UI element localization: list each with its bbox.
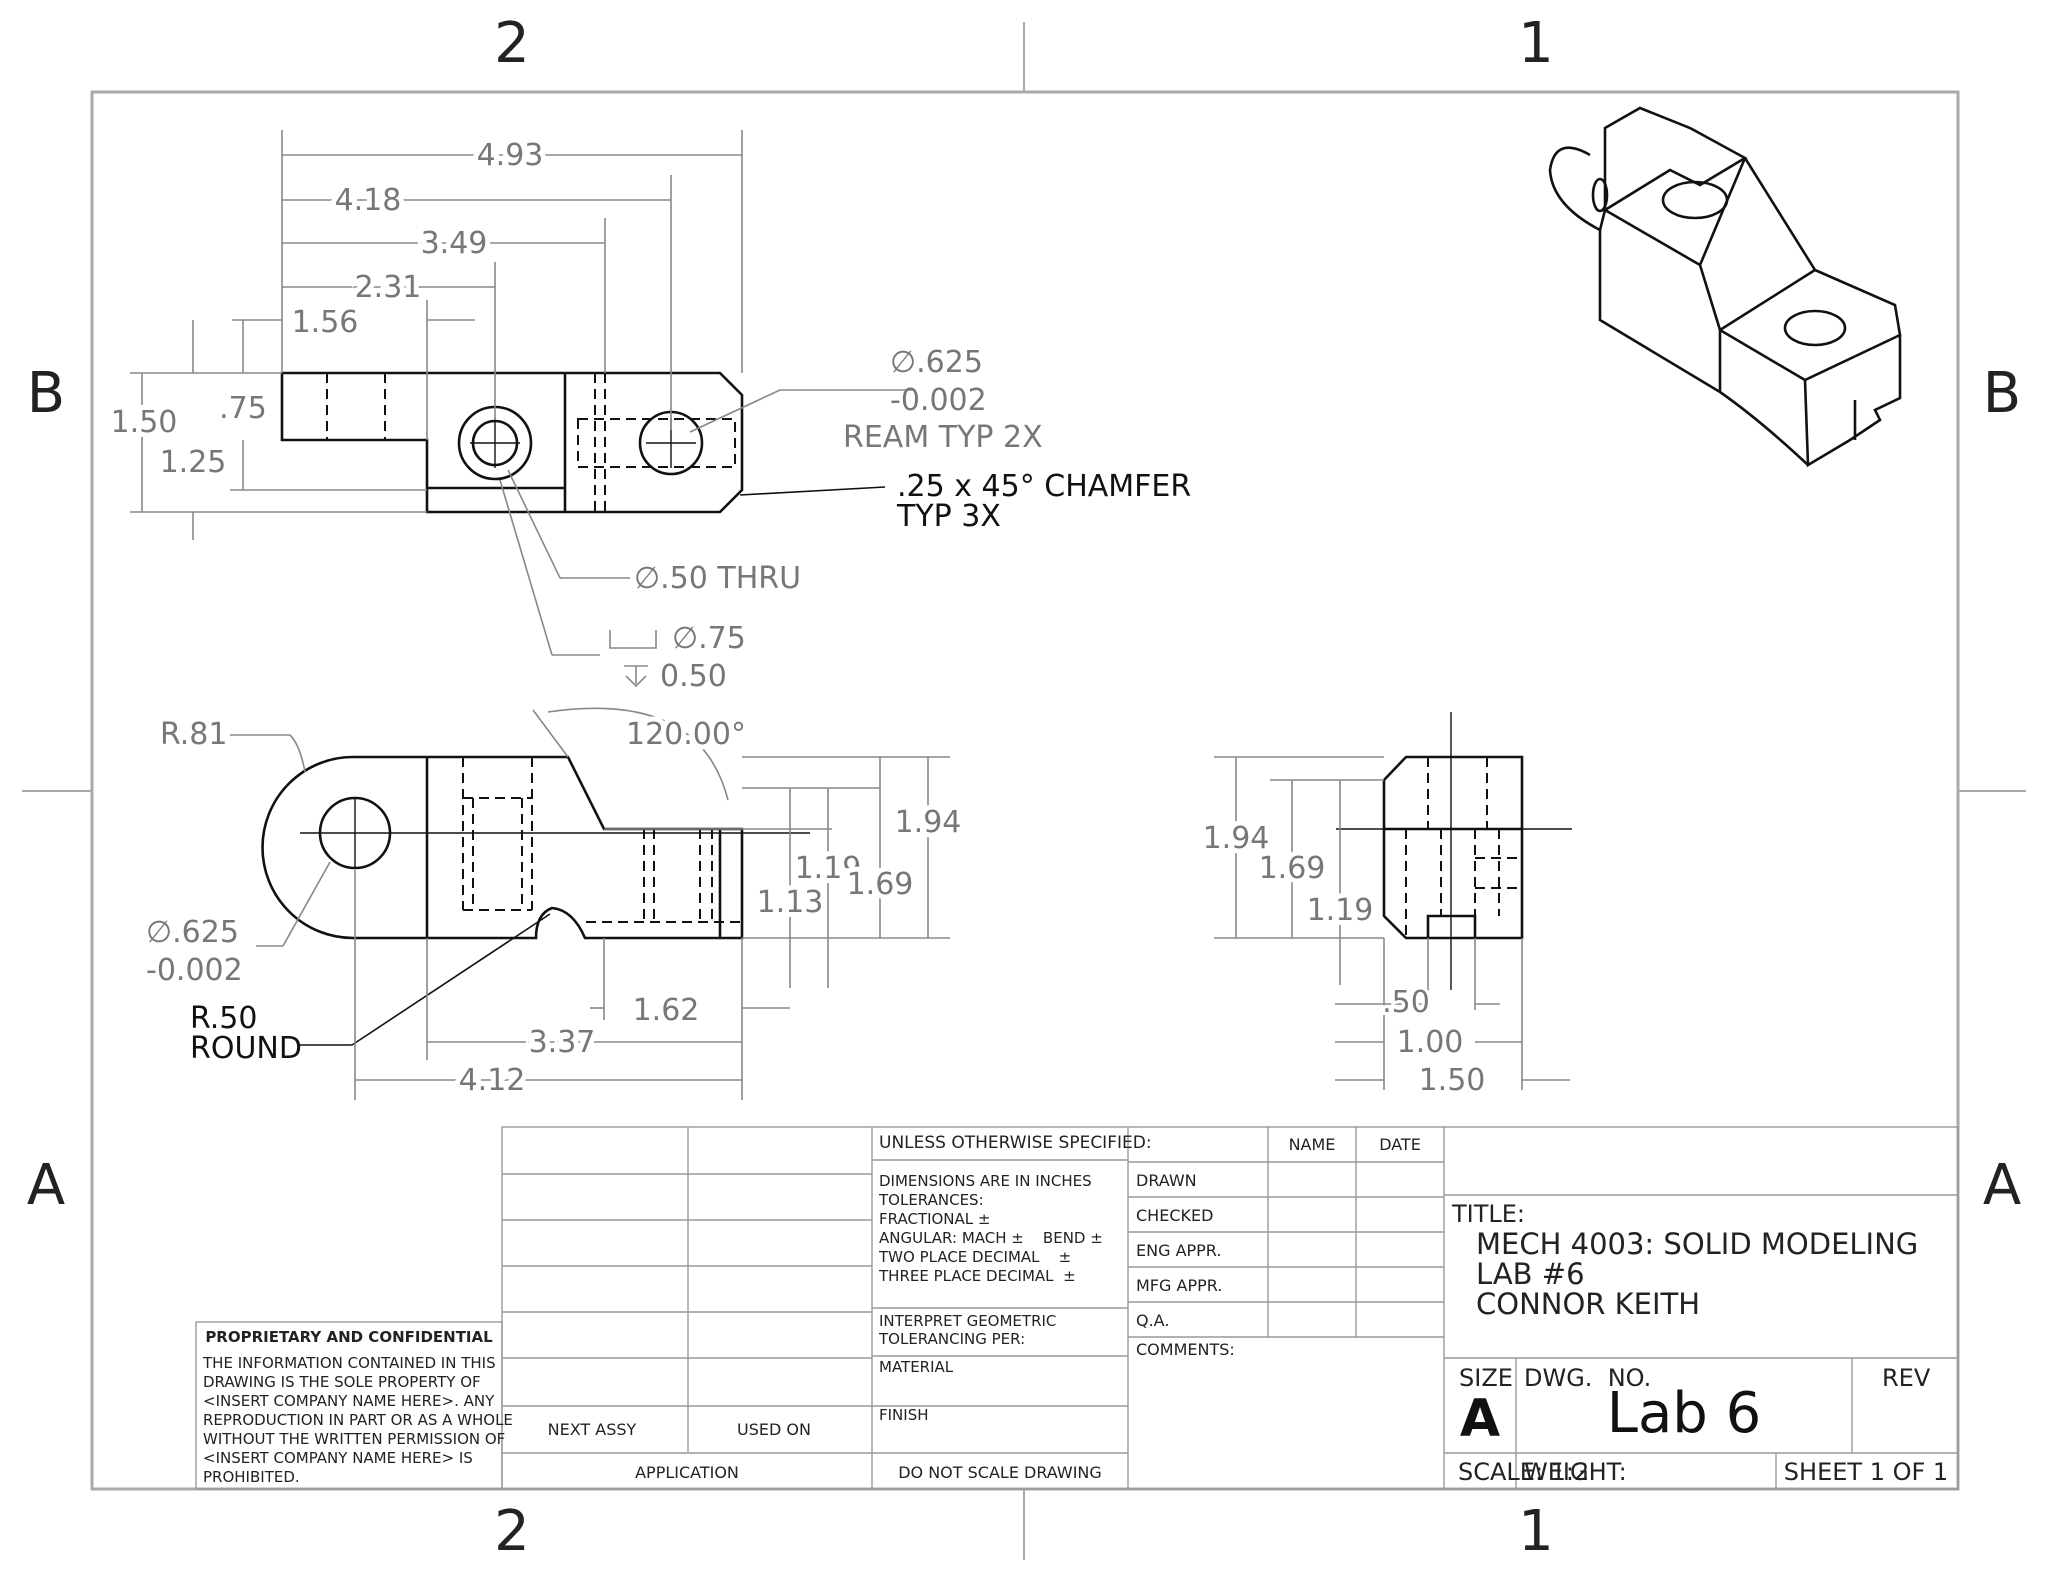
unless-specified-label: UNLESS OTHERWISE SPECIFIED: — [879, 1133, 1152, 1153]
dim-1-25: 1.25 — [160, 445, 227, 480]
tolerance-line-3: FRACTIONAL ± — [879, 1210, 990, 1228]
ream-note-diameter: ∅.625 — [890, 345, 983, 380]
top-view-dimension-lines — [130, 130, 915, 656]
title-block-grid — [195, 1126, 1959, 1490]
tolerance-line-4: ANGULAR: MACH ± BEND ± — [879, 1229, 1103, 1247]
front-dim-3-37: 3.37 — [529, 1025, 596, 1060]
title-line-2: LAB #6 — [1476, 1257, 1585, 1291]
front-dim-1-94: 1.94 — [895, 805, 962, 840]
zone-label-left-a: A — [27, 1153, 65, 1218]
used-on-label: USED ON — [737, 1420, 811, 1439]
front-view — [261, 755, 810, 940]
chamfer-note-line1: .25 x 45° CHAMFER — [897, 469, 1191, 504]
title-line-3: CONNOR KEITH — [1476, 1287, 1700, 1321]
top-view — [280, 371, 744, 514]
approval-checked: CHECKED — [1136, 1206, 1213, 1225]
zone-label-right-b: B — [1983, 361, 2021, 426]
title-label: TITLE: — [1451, 1200, 1525, 1228]
zone-label-bottom-1: 1 — [1518, 1499, 1554, 1564]
proprietary-text-line-4: REPRODUCTION IN PART OR AS A WHOLE — [203, 1411, 513, 1429]
front-hole-diameter: ∅.625 — [146, 915, 239, 950]
round-note-label: ROUND — [190, 1031, 302, 1066]
dim-1-50: 1.50 — [111, 405, 178, 440]
title-line-1: MECH 4003: SOLID MODELING — [1476, 1227, 1918, 1261]
front-dim-4-12: 4.12 — [459, 1063, 526, 1098]
next-assy-label: NEXT ASSY — [548, 1420, 637, 1439]
counterbore-symbol — [609, 630, 657, 649]
front-angle-120: 120.00° — [626, 717, 746, 752]
proprietary-text-line-7: PROHIBITED. — [203, 1468, 300, 1486]
counterbore-diameter: ∅.75 — [672, 621, 746, 656]
size-label: SIZE — [1459, 1364, 1513, 1392]
sheet-label: SHEET 1 OF 1 — [1784, 1458, 1948, 1486]
proprietary-text-line-6: <INSERT COMPANY NAME HERE> IS — [203, 1449, 473, 1467]
isometric-view — [1548, 106, 1902, 468]
do-not-scale-label: DO NOT SCALE DRAWING — [898, 1463, 1102, 1482]
front-dim-1-69: 1.69 — [847, 867, 914, 902]
scale-label: SCALE: 1:2 — [1458, 1458, 1589, 1486]
approval-qa: Q.A. — [1136, 1311, 1169, 1330]
interpret-line-2: TOLERANCING PER: — [878, 1330, 1025, 1348]
dim-0-75: .75 — [219, 391, 267, 426]
dwg-no-value: Lab 6 — [1607, 1381, 1762, 1446]
approval-mfg: MFG APPR. — [1136, 1276, 1222, 1295]
dwg-no-label: DWG. NO. — [1524, 1364, 1651, 1392]
chamfer-note-line2: TYP 3X — [896, 499, 1001, 534]
proprietary-text-line-1: THE INFORMATION CONTAINED IN THIS — [202, 1354, 496, 1372]
ream-note-tolerance: -0.002 — [890, 383, 987, 418]
round-note-radius: R.50 — [190, 1001, 258, 1036]
front-dim-1-62: 1.62 — [633, 993, 700, 1028]
counterbore-depth: 0.50 — [660, 659, 727, 694]
proprietary-text-line-5: WITHOUT THE WRITTEN PERMISSION OF — [203, 1430, 505, 1448]
finish-label: FINISH — [879, 1406, 929, 1424]
tolerance-line-5: TWO PLACE DECIMAL ± — [878, 1248, 1071, 1266]
side-dim-1-69: 1.69 — [1259, 851, 1326, 886]
front-hole-tolerance: -0.002 — [146, 953, 243, 988]
dim-2-31: 2.31 — [355, 270, 422, 305]
proprietary-text-line-3: <INSERT COMPANY NAME HERE>. ANY — [203, 1392, 495, 1410]
tolerance-line-2: TOLERANCES: — [878, 1191, 984, 1209]
tolerance-line-1: DIMENSIONS ARE IN INCHES — [879, 1172, 1092, 1190]
approval-eng: ENG APPR. — [1136, 1241, 1221, 1260]
zone-label-top-2: 2 — [494, 11, 530, 76]
zone-label-bottom-2: 2 — [494, 1499, 530, 1564]
front-dim-1-19: 1.19 — [795, 851, 862, 886]
comments-label: COMMENTS: — [1136, 1340, 1235, 1359]
rev-label: REV — [1882, 1364, 1931, 1392]
side-dim-1-00: 1.00 — [1397, 1025, 1464, 1060]
material-label: MATERIAL — [879, 1358, 954, 1376]
ream-note-label: REAM TYP 2X — [843, 420, 1043, 455]
date-header: DATE — [1379, 1135, 1421, 1154]
depth-symbol — [624, 665, 648, 688]
approval-drawn: DRAWN — [1136, 1171, 1197, 1190]
application-label: APPLICATION — [635, 1463, 739, 1482]
dim-4-93: 4.93 — [477, 138, 544, 173]
zone-label-top-1: 1 — [1518, 11, 1554, 76]
tolerance-line-6: THREE PLACE DECIMAL ± — [878, 1267, 1076, 1285]
proprietary-text-line-2: DRAWING IS THE SOLE PROPERTY OF — [203, 1373, 481, 1391]
side-dim-1-94: 1.94 — [1203, 821, 1270, 856]
proprietary-heading: PROPRIETARY AND CONFIDENTIAL — [205, 1328, 493, 1346]
thru-hole-note: ∅.50 THRU — [634, 561, 801, 596]
side-view — [1336, 712, 1572, 990]
side-dim-0-50: .50 — [1382, 985, 1430, 1020]
weight-label: WEIGHT: — [1524, 1458, 1627, 1486]
zone-label-right-a: A — [1983, 1153, 2021, 1218]
interpret-line-1: INTERPRET GEOMETRIC — [879, 1312, 1056, 1330]
size-value: A — [1460, 1389, 1500, 1449]
dim-1-56: 1.56 — [292, 305, 359, 340]
zone-label-left-b: B — [27, 361, 65, 426]
front-radius-r81: R.81 — [160, 717, 228, 752]
side-view-dimension-lines — [1214, 756, 1570, 1090]
side-dim-1-50: 1.50 — [1419, 1063, 1486, 1098]
side-dim-1-19: 1.19 — [1307, 893, 1374, 928]
front-dim-1-13: 1.13 — [757, 885, 824, 920]
name-header: NAME — [1289, 1135, 1336, 1154]
dim-4-18: 4.18 — [335, 183, 402, 218]
dim-3-49: 3.49 — [421, 226, 488, 261]
front-view-dimension-lines — [230, 707, 950, 1100]
